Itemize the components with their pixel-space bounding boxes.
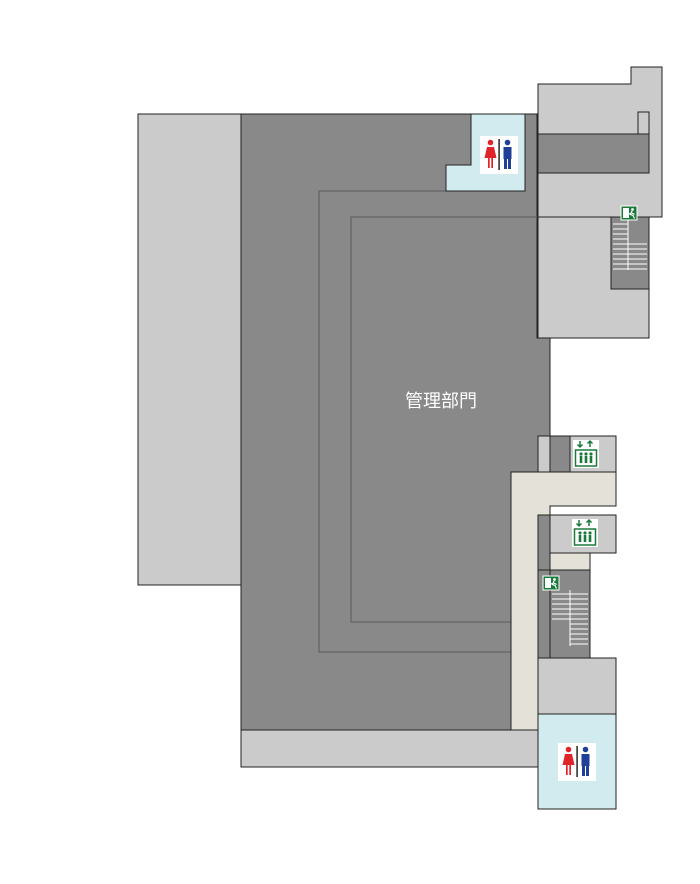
restroom-icon	[480, 136, 518, 174]
outer-contour	[318, 190, 511, 653]
south-strip-room	[240, 729, 539, 768]
inner-contour	[350, 216, 550, 623]
stairs	[613, 220, 647, 270]
elevator-icon	[572, 439, 600, 469]
area-label: 管理部門	[405, 391, 477, 412]
elevator-icon	[571, 518, 599, 548]
ne-corridor-notch	[637, 111, 650, 135]
ne-corridor	[537, 133, 650, 174]
emergency-exit-icon	[542, 575, 560, 591]
ne-stairwell	[610, 216, 650, 290]
east-elevator-lobby-b	[537, 514, 551, 571]
restroom-icon	[558, 743, 596, 781]
admin-department-area	[240, 113, 551, 731]
stairs	[552, 590, 588, 646]
emergency-exit-icon	[620, 205, 638, 221]
east-elevator-lobby-a	[549, 435, 571, 473]
se-room	[537, 657, 617, 715]
west-wing-room	[137, 113, 242, 586]
